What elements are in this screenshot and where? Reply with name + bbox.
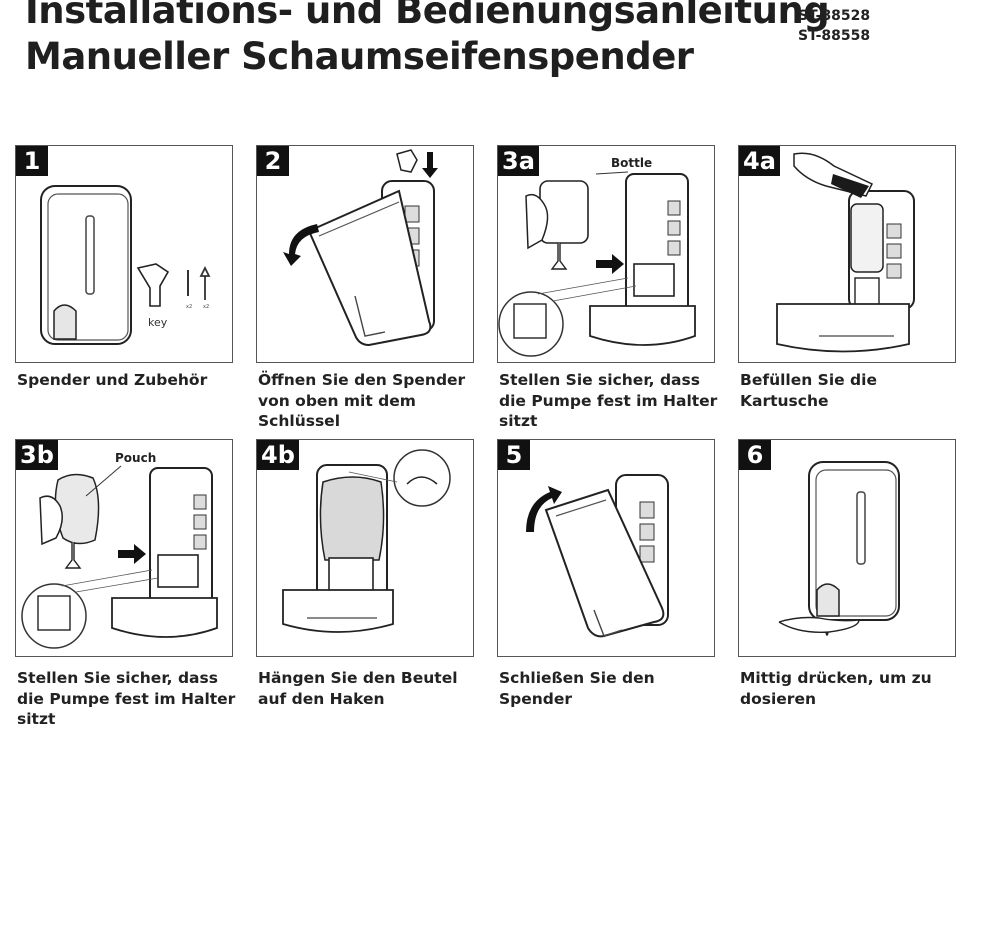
pouch-label: Pouch (115, 451, 156, 465)
bottle-label: Bottle (611, 156, 652, 170)
model-number: ST-88528 (798, 8, 871, 24)
step-number: 4a (739, 146, 780, 176)
document-title: Installations- und Bedienungsanleitung M… (25, 0, 830, 80)
step-2-panel: 2 (256, 145, 474, 363)
step-number: 3b (16, 440, 58, 470)
step-number: 3a (498, 146, 539, 176)
press-to-dispense-illustration (778, 461, 900, 636)
push-button-icon (816, 583, 840, 617)
step-number: 2 (257, 146, 289, 176)
hand-icon (778, 616, 860, 633)
step-6-caption: Mittig drücken, um zu dosieren (740, 669, 932, 708)
arrow-down-icon (422, 152, 438, 178)
insert-bottle-illustration: Bottle (498, 156, 696, 357)
insert-pouch-illustration: Pouch (21, 451, 218, 649)
rotate-open-arrow-icon (283, 224, 319, 266)
step-4a-caption: Befüllen Sie die Kartusche (740, 371, 877, 410)
pouring-container-icon (831, 174, 869, 198)
screw-icon (199, 265, 211, 300)
hook-detail-circle (393, 449, 451, 507)
step-number: 6 (739, 440, 771, 470)
arrow-right-icon (596, 254, 624, 274)
step-5-caption: Schließen Sie den Spender (499, 669, 655, 708)
key-icon (396, 149, 418, 173)
anchor-quantity: x2 (186, 304, 192, 310)
dispenser-with-accessories-illustration (40, 185, 211, 345)
screw-quantity: x2 (203, 304, 209, 310)
model-number: ST-88558 (798, 28, 871, 44)
step-4b-panel: 4b (256, 439, 474, 657)
step-1-labels: key x2 x2 (148, 304, 209, 329)
model-numbers: ST-88528 ST-88558 (798, 6, 870, 46)
step-3a-panel: Bottle 3a (497, 145, 715, 363)
step-1-caption: Spender und Zubehör (17, 371, 208, 389)
hang-pouch-illustration (282, 449, 451, 633)
hook-icon (406, 476, 438, 485)
fill-cartridge-illustration (776, 152, 915, 353)
step-4b-caption: Hängen Sie den Beutel auf den Haken (258, 669, 458, 708)
cartridge-icon (850, 203, 884, 273)
key-label: key (148, 316, 168, 329)
step-3b-caption: Stellen Sie sicher, dass die Pumpe fest … (17, 669, 236, 728)
key-icon (136, 263, 170, 307)
title-line-1: Installations- und Bedienungsanleitung (25, 0, 830, 32)
refill-pouch-icon (54, 473, 100, 545)
hand-icon (39, 495, 63, 546)
step-4a-panel: 4a (738, 145, 956, 363)
step-3a-caption: Stellen Sie sicher, dass die Pumpe fest … (499, 371, 718, 430)
arrow-right-icon (118, 544, 146, 564)
title-line-2: Manueller Schaumseifenspender (25, 35, 694, 78)
rotate-close-arrow-icon (526, 486, 562, 532)
step-3b-panel: Pouch 3b (15, 439, 233, 657)
step-5-panel: 5 (497, 439, 715, 657)
open-dispenser-illustration (283, 149, 438, 347)
step-2-caption: Öffnen Sie den Spender von oben mit dem … (258, 371, 466, 430)
step-number: 1 (16, 146, 48, 176)
step-number: 5 (498, 440, 530, 470)
step-6-panel: 6 (738, 439, 956, 657)
close-dispenser-illustration (526, 474, 669, 638)
hand-icon (525, 193, 549, 250)
pouch-icon (319, 476, 385, 561)
step-number: 4b (257, 440, 299, 470)
step-1-panel: 1 key x2 x2 (15, 145, 233, 363)
